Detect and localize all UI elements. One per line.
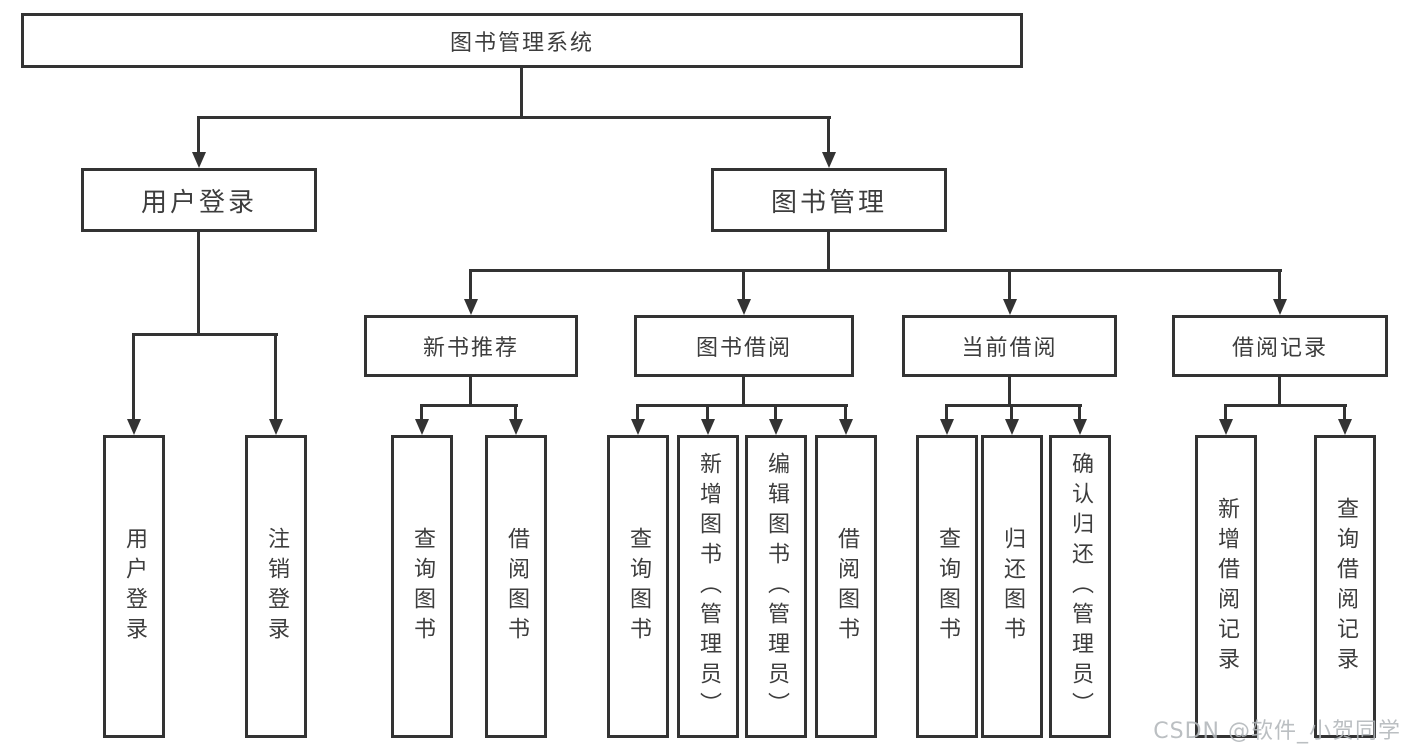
connector-line	[1010, 404, 1013, 422]
leaf-br-add-record-label: 新增借阅记录	[1214, 496, 1239, 677]
connector-line	[742, 269, 745, 303]
leaf-bb-query-books-label: 查询图书	[626, 526, 651, 647]
leaf-bb-add-books-admin: 新增图书（管理员）	[677, 435, 739, 738]
node-borrow-records: 借阅记录	[1172, 315, 1388, 377]
connector-line	[469, 269, 472, 303]
leaf-user-login: 用户登录	[103, 435, 165, 738]
connector-line	[706, 404, 709, 422]
connector-line	[132, 333, 135, 423]
leaf-bb-edit-books-admin: 编辑图书（管理员）	[745, 435, 807, 738]
connector-line	[197, 116, 831, 119]
arrowhead-icon	[269, 419, 283, 435]
leaf-cb-query-books-label: 查询图书	[935, 526, 960, 647]
connector-line	[197, 116, 200, 156]
connector-line	[844, 404, 847, 422]
connector-line	[274, 333, 277, 423]
leaf-br-add-record: 新增借阅记录	[1195, 435, 1257, 738]
arrowhead-icon	[1005, 419, 1019, 435]
connector-line	[514, 404, 517, 422]
node-user-login-label: 用户登录	[140, 187, 257, 218]
leaf-bb-add-books-admin-label: 新增图书（管理员）	[696, 451, 721, 722]
arrowhead-icon	[769, 419, 783, 435]
node-current-borrowing-label: 当前借阅	[961, 336, 1058, 361]
arrowhead-icon	[1338, 419, 1352, 435]
leaf-cb-confirm-return-admin: 确认归还（管理员）	[1049, 435, 1111, 738]
connector-line	[420, 404, 423, 422]
leaf-logout-label: 注销登录	[264, 526, 289, 647]
arrowhead-icon	[509, 419, 523, 435]
node-book-borrowing: 图书借阅	[634, 315, 854, 377]
leaf-nb-query-books: 查询图书	[391, 435, 453, 738]
node-user-login: 用户登录	[81, 168, 317, 232]
connector-line	[197, 230, 200, 336]
connector-line	[636, 404, 848, 407]
leaf-br-query-record: 查询借阅记录	[1314, 435, 1376, 738]
leaf-bb-borrow-books-label: 借阅图书	[834, 526, 859, 647]
leaf-logout: 注销登录	[245, 435, 307, 738]
arrowhead-icon	[701, 419, 715, 435]
arrowhead-icon	[1219, 419, 1233, 435]
connector-line	[774, 404, 777, 422]
connector-line	[1008, 375, 1011, 407]
leaf-nb-borrow-books: 借阅图书	[485, 435, 547, 738]
connector-line	[469, 375, 472, 407]
connector-line	[1078, 404, 1081, 422]
arrowhead-icon	[192, 152, 206, 168]
arrowhead-icon	[822, 152, 836, 168]
leaf-nb-query-books-label: 查询图书	[410, 526, 435, 647]
leaf-cb-return-books: 归还图书	[981, 435, 1043, 738]
csdn-watermark: CSDN @软件_小贺同学	[1153, 719, 1401, 744]
arrowhead-icon	[737, 299, 751, 315]
arrowhead-icon	[127, 419, 141, 435]
connector-line	[742, 375, 745, 407]
arrowhead-icon	[1073, 419, 1087, 435]
leaf-cb-query-books: 查询图书	[916, 435, 978, 738]
leaf-br-query-record-label: 查询借阅记录	[1333, 496, 1358, 677]
node-new-book-recommend: 新书推荐	[364, 315, 578, 377]
connector-line	[945, 404, 948, 422]
arrowhead-icon	[940, 419, 954, 435]
node-root-label: 图书管理系统	[449, 30, 594, 56]
connector-line	[1224, 404, 1227, 422]
node-root: 图书管理系统	[21, 13, 1023, 68]
connector-line	[1224, 404, 1347, 407]
leaf-cb-return-books-label: 归还图书	[1000, 526, 1025, 647]
node-book-borrowing-label: 图书借阅	[695, 336, 792, 361]
arrowhead-icon	[631, 419, 645, 435]
connector-line	[945, 404, 1082, 407]
connector-line	[1008, 269, 1011, 303]
connector-line	[132, 333, 278, 336]
arrowhead-icon	[1003, 299, 1017, 315]
leaf-bb-edit-books-admin-label: 编辑图书（管理员）	[764, 451, 789, 722]
leaf-cb-confirm-return-admin-label: 确认归还（管理员）	[1068, 451, 1093, 722]
node-new-book-recommend-label: 新书推荐	[422, 336, 519, 361]
arrowhead-icon	[1273, 299, 1287, 315]
connector-line	[827, 116, 830, 156]
node-book-management-label: 图书管理	[770, 187, 887, 218]
node-borrow-records-label: 借阅记录	[1231, 336, 1328, 361]
connector-line	[1278, 375, 1281, 407]
arrowhead-icon	[839, 419, 853, 435]
node-book-management: 图书管理	[711, 168, 947, 232]
node-current-borrowing: 当前借阅	[902, 315, 1117, 377]
connector-line	[1343, 404, 1346, 422]
connector-line	[636, 404, 639, 422]
connector-line	[1278, 269, 1281, 303]
leaf-bb-query-books: 查询图书	[607, 435, 669, 738]
connector-line	[469, 269, 1282, 272]
leaf-user-login-label: 用户登录	[122, 526, 147, 647]
connector-line	[827, 230, 830, 272]
leaf-nb-borrow-books-label: 借阅图书	[504, 526, 529, 647]
connector-line	[520, 66, 523, 118]
leaf-bb-borrow-books: 借阅图书	[815, 435, 877, 738]
arrowhead-icon	[464, 299, 478, 315]
connector-line	[420, 404, 518, 407]
arrowhead-icon	[415, 419, 429, 435]
